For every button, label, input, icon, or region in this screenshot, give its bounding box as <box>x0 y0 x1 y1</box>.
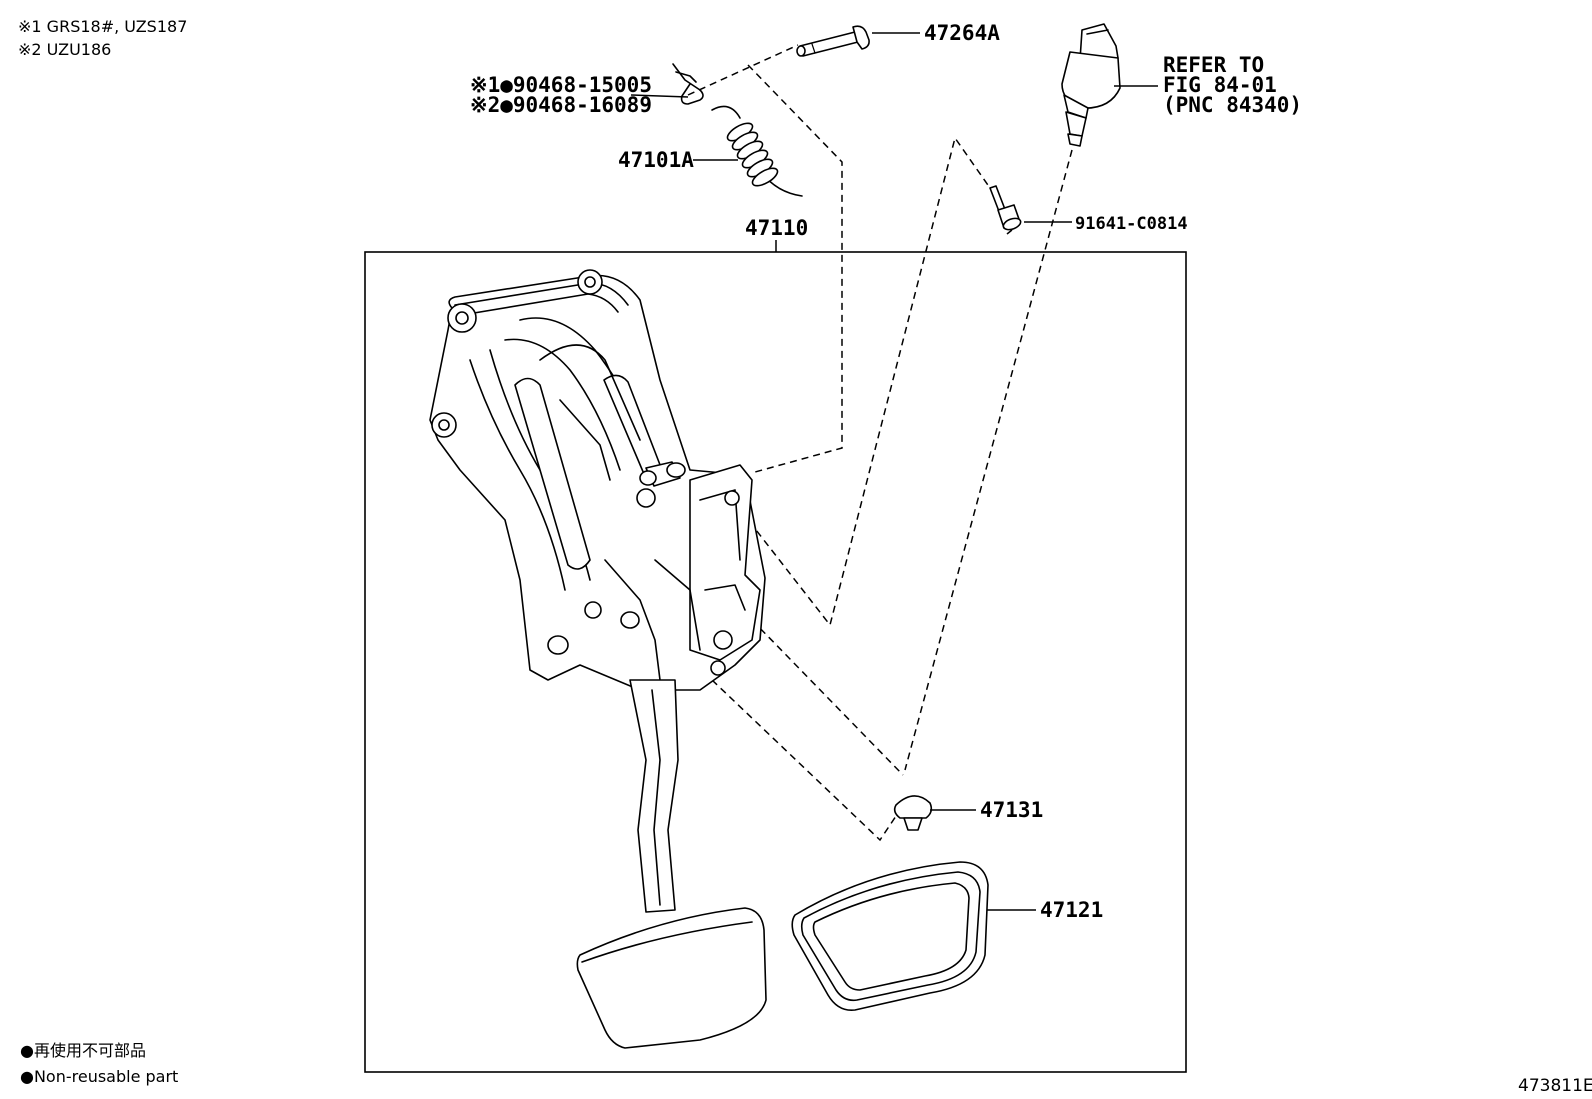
model-note-1: ※1 GRS18#, UZS187 <box>18 17 187 36</box>
clip-90468 <box>672 63 704 105</box>
callout-90468-15005: ※1●90468-15005 <box>470 73 652 97</box>
callout-47264A: 47264A <box>924 21 1000 45</box>
bolt-91641 <box>989 185 1022 231</box>
callout-91641-C0814: 91641-C0814 <box>1075 214 1188 234</box>
callout-47121: 47121 <box>1040 898 1103 922</box>
pedal-pad-47121 <box>791 861 989 1012</box>
callout-47101A: 47101A <box>618 148 694 172</box>
callout-47110: 47110 <box>745 216 808 240</box>
brake-pedal-arm <box>629 660 726 913</box>
brake-pedal-bracket-assembly <box>429 269 766 691</box>
assembly-guide-lines <box>687 44 1073 842</box>
refer-to-line-3: (PNC 84340) <box>1163 93 1302 117</box>
refer-to-line-2: FIG 84-01 <box>1163 73 1277 97</box>
model-note-2: ※2 UZU186 <box>18 40 111 59</box>
stop-lamp-switch <box>1061 23 1121 147</box>
figure-id: 473811E <box>1518 1076 1592 1096</box>
callout-47131: 47131 <box>980 798 1043 822</box>
legend-non-reusable-jp: ●再使用不可部品 <box>20 1041 146 1060</box>
pedal-pin-47264A <box>796 25 870 57</box>
return-spring-47101A <box>711 105 803 197</box>
callout-90468-16089: ※2●90468-16089 <box>470 93 652 117</box>
refer-to-line-1: REFER TO <box>1163 53 1264 77</box>
brake-pedal-pad <box>576 907 767 1049</box>
pedal-stopper-47131 <box>893 795 933 831</box>
legend-non-reusable-en: ●Non-reusable part <box>20 1067 178 1086</box>
